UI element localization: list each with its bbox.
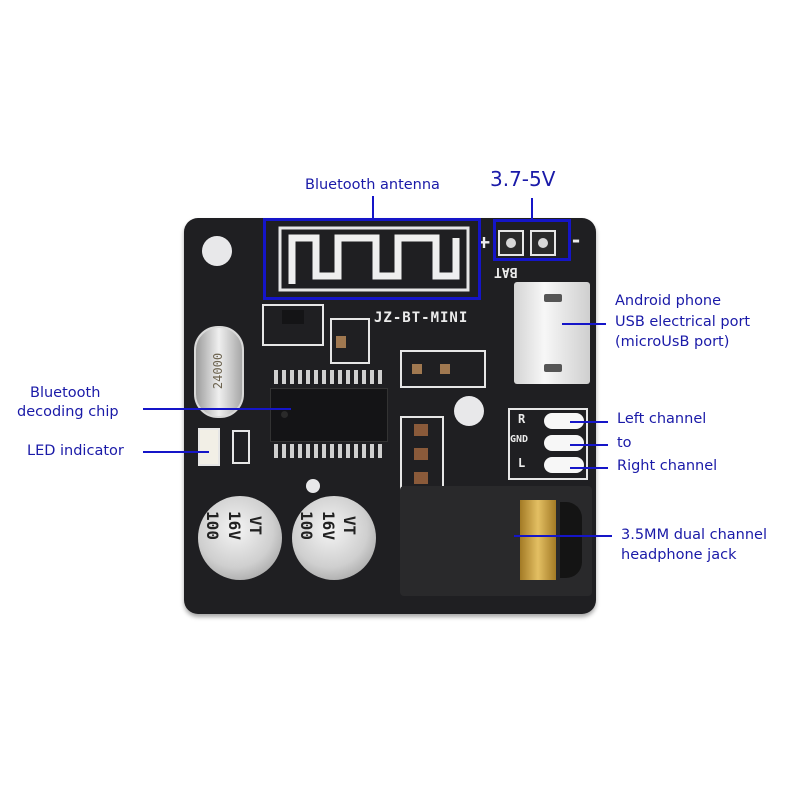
leader-chip xyxy=(143,408,291,410)
smd-capacitor xyxy=(336,336,346,348)
smd-component xyxy=(330,318,370,364)
smd-capacitor xyxy=(440,364,450,374)
label-to: to xyxy=(617,435,632,451)
label-jack-line-1: 3.5MM dual channel xyxy=(621,527,767,543)
smd-component xyxy=(400,350,486,388)
label-chip-line-2: decoding chip xyxy=(17,404,119,420)
capacitor-1: 100 16V VT xyxy=(198,496,282,580)
leader-led xyxy=(143,451,209,453)
pin-r-label: R xyxy=(518,412,526,426)
led xyxy=(198,428,220,466)
jack-opening xyxy=(560,502,582,578)
highlight-battery-pads xyxy=(493,219,571,261)
chip-pins-bottom xyxy=(274,444,384,458)
label-led: LED indicator xyxy=(27,443,124,459)
highlight-antenna xyxy=(263,218,481,300)
label-bluetooth-antenna: Bluetooth antenna xyxy=(305,177,440,193)
smd-resistor xyxy=(414,448,428,460)
capacitor-2: 100 16V VT xyxy=(292,496,376,580)
capacitor-1-value: 100 xyxy=(202,511,222,540)
label-right-channel: Right channel xyxy=(617,458,718,474)
battery-label: BAT xyxy=(494,264,518,279)
micro-usb-connector xyxy=(514,282,590,384)
crystal-label: 24000 xyxy=(211,352,226,390)
capacitor-2-value: 100 xyxy=(296,511,316,540)
capacitor-2-voltage: 16V xyxy=(318,511,338,540)
led-resistor xyxy=(232,430,250,464)
label-jack-line-2: headphone jack xyxy=(621,547,737,563)
battery-pad-positive xyxy=(498,230,524,256)
pin-l-label: L xyxy=(518,456,526,470)
via-hole xyxy=(306,479,320,493)
smd-capacitor xyxy=(412,364,422,374)
transistor xyxy=(282,310,304,324)
leader-gnd xyxy=(570,444,608,446)
bluetooth-audio-board: + - BAT JZ-BT-MINI 24000 R GND L xyxy=(184,218,596,614)
leader-left-channel xyxy=(570,421,608,423)
mounting-hole xyxy=(454,396,484,426)
leader-jack xyxy=(514,535,612,537)
smd-resistor xyxy=(414,424,428,436)
chip-pins-top xyxy=(274,370,384,384)
label-left-channel: Left channel xyxy=(617,411,707,427)
antenna-trace xyxy=(278,226,470,292)
mounting-hole xyxy=(202,236,232,266)
pin-pad-gnd xyxy=(544,435,584,451)
label-usb-line-1: Android phone xyxy=(615,293,722,309)
label-usb-line-2: USB electrical port xyxy=(615,314,751,330)
battery-pad-negative xyxy=(530,230,556,256)
smd-resistor xyxy=(414,472,428,484)
battery-minus: - xyxy=(570,228,583,252)
leader-voltage xyxy=(531,198,533,220)
leader-usb xyxy=(562,323,606,325)
smd-component xyxy=(262,304,324,346)
label-chip-line-1: Bluetooth xyxy=(30,385,101,401)
pin-pad-l xyxy=(544,457,584,473)
label-voltage: 3.7-5V xyxy=(490,167,556,191)
decoding-chip xyxy=(270,388,388,442)
leader-antenna xyxy=(372,196,374,218)
crystal-oscillator: 24000 xyxy=(194,326,244,418)
capacitor-2-brand: VT xyxy=(340,515,360,536)
jack-metal-shield xyxy=(520,500,556,580)
capacitor-1-voltage: 16V xyxy=(224,511,244,540)
battery-plus: + xyxy=(478,230,491,254)
pin-pad-r xyxy=(544,413,584,429)
pin-gnd-label: GND xyxy=(510,434,529,445)
model-label: JZ-BT-MINI xyxy=(374,310,469,326)
label-usb-line-3: (microUsB port) xyxy=(615,334,730,350)
headphone-jack xyxy=(400,486,592,596)
leader-right-channel xyxy=(570,467,608,469)
capacitor-1-brand: VT xyxy=(246,515,266,536)
